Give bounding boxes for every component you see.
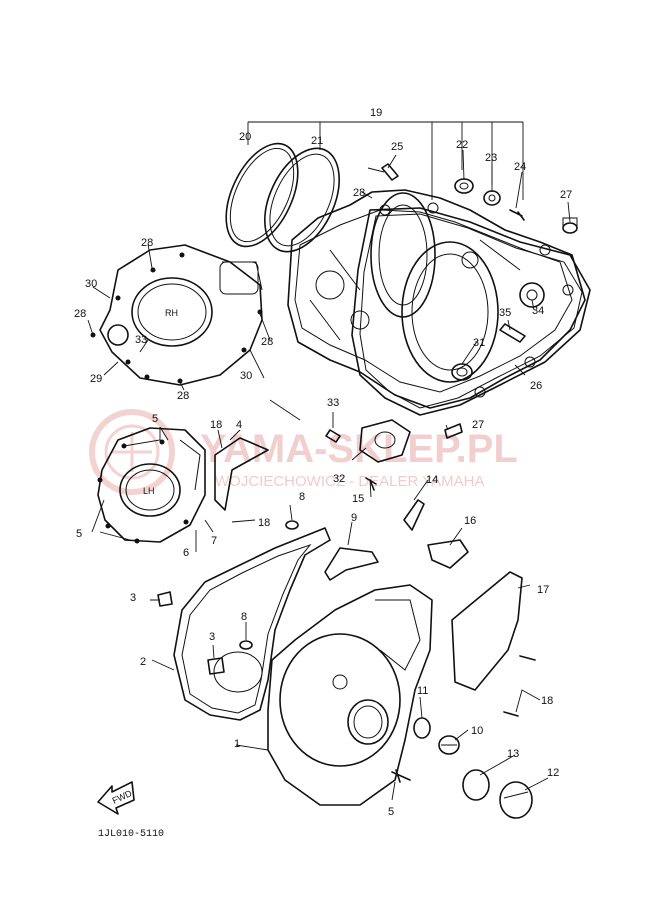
callout-5-top: 5 [152,413,158,425]
callout-22: 22 [456,139,468,151]
o-ring-part-20 [225,142,299,248]
o-ring-part-13 [462,769,490,801]
callout-8-top: 8 [299,491,305,503]
crankcase-cover-right [287,189,586,409]
watermark-logo-icon [89,409,175,495]
bushing-part-22 [454,178,474,194]
callout-20: 20 [239,131,251,143]
bolt-part-5-bottom [391,769,411,783]
callout-32: 32 [333,473,345,485]
gasket-part-2 [173,527,331,721]
callout-27-top: 27 [560,189,572,201]
callout-28-rh-top: 28 [141,237,153,249]
gasket-part-26 [351,207,591,416]
o-ring-part-11 [413,717,431,739]
callout-4: 4 [236,419,242,431]
callout-28-top: 28 [353,187,365,199]
callout-8-lower: 8 [241,611,247,623]
callout-23: 23 [485,152,497,164]
cover-part-17 [451,571,523,691]
watermark-title: YAMA-SKLEP.PL [200,427,518,471]
right-cover-rh: RH [90,244,263,386]
callout-5-bottom: 5 [388,806,394,818]
dowel-part-3-mid [207,657,225,675]
callout-28-rh-bottom: 28 [177,390,189,402]
callout-18-top: 18 [210,419,222,431]
bolt-part-15 [365,477,377,491]
callout-numbers: 19 20 21 22 23 24 25 28 27 28 30 28 33 2… [74,107,572,818]
callout-15: 15 [352,493,364,505]
crankcase-cover-left [267,584,433,806]
o-ring-part-8-upper [285,520,299,530]
callout-16: 16 [464,515,476,527]
callout-18-mid: 18 [258,517,270,529]
callout-28-rh-left: 28 [74,308,86,320]
callout-19: 19 [370,107,382,119]
callout-5-left: 5 [76,528,82,540]
callout-31: 31 [473,337,485,349]
callout-11: 11 [417,685,428,697]
callout-33-holder: 33 [327,397,339,409]
bolt-part-24 [509,209,525,221]
callout-21: 21 [311,135,323,147]
cap-part-12 [499,781,533,819]
callout-27-mid: 27 [472,419,484,431]
clip-part-14 [403,499,425,531]
o-ring-part-8-lower [239,640,253,650]
gear-part-34 [519,282,545,308]
callout-29: 29 [90,373,102,385]
shaft-part-35 [499,323,526,343]
bolt-part-18-right [503,655,536,717]
bolt-part-33 [325,429,341,443]
callout-30-left: 30 [85,278,97,290]
bolt-part-25 [367,163,399,181]
callout-25: 25 [391,141,403,153]
rh-label: RH [165,308,178,318]
watermark-subtitle: WOJCIECHOWICZ - DEALER YAMAHA [215,473,484,490]
callout-10: 10 [471,725,483,737]
leader-lines [87,149,571,801]
callout-13: 13 [507,748,519,760]
holder-part-32 [359,419,411,463]
callout-2: 2 [140,656,146,668]
callout-26: 26 [530,380,542,392]
callout-24: 24 [514,161,526,173]
callout-18-right: 18 [541,695,553,707]
seal-part-31 [451,363,473,381]
washer-part-23 [483,190,501,206]
dowel-part-3-left [157,591,173,607]
callout-3-left: 3 [130,592,136,604]
callout-1: 1 [234,738,240,750]
callout-12: 12 [547,767,559,779]
cap-part-10 [438,735,460,755]
callout-9: 9 [351,512,357,524]
callout-7: 7 [211,535,217,547]
callout-34: 34 [532,305,544,317]
gasket-part-4 [214,437,269,511]
callout-17: 17 [537,584,549,596]
watermark: YAMA-SKLEP.PL WOJCIECHOWICZ - DEALER YAM… [89,409,518,495]
dowel-part-27-mid [444,423,463,439]
left-cover-lh: LH [97,427,206,544]
callout-14: 14 [426,474,438,486]
callout-30-right: 30 [240,370,252,382]
callout-3-mid: 3 [209,631,215,643]
group-19-bracket [247,121,524,200]
lh-label: LH [143,486,155,496]
callout-33-rh: 33 [135,334,147,346]
callout-35: 35 [499,307,511,319]
diagram-code: 1JL010-5110 [98,829,164,840]
callout-6: 6 [183,547,189,559]
fwd-arrow-icon: FWD [97,781,135,815]
clamp-part-9 [324,547,379,581]
callout-28-rh-right: 28 [261,336,273,348]
clamp-part-16 [427,539,469,569]
